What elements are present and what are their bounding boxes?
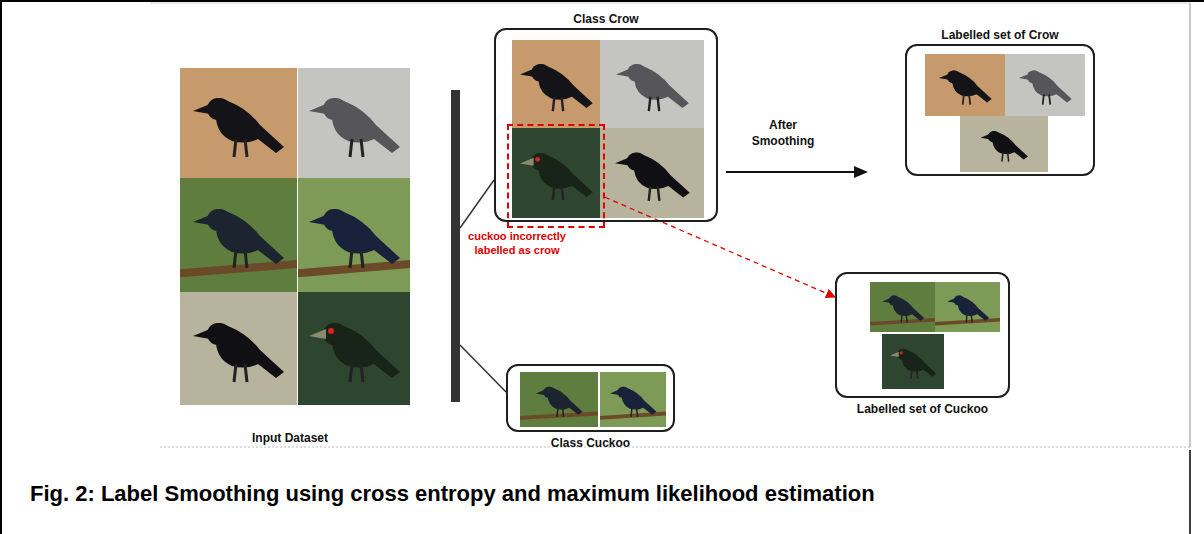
branch-figure	[935, 318, 1000, 326]
page-border	[0, 0, 2, 534]
bird-photo	[935, 282, 1000, 332]
branch-figure	[870, 318, 935, 326]
cuckoo-figure	[520, 153, 593, 200]
box-title: Labelled set of Crow	[941, 28, 1058, 42]
bird-photo	[180, 292, 297, 405]
figure-frame	[1189, 3, 1191, 447]
branch-figure	[520, 412, 598, 420]
cuckoo-figure	[193, 209, 284, 268]
crow-figure	[981, 131, 1028, 162]
box-title: Class Crow	[573, 12, 638, 26]
box-title: Class Cuckoo	[551, 436, 630, 450]
cuckoo-figure	[890, 349, 936, 379]
bird-photo	[180, 178, 297, 292]
box-title: Labelled set of Cuckoo	[857, 402, 988, 416]
crow-figure	[193, 98, 284, 157]
crow-figure	[520, 64, 593, 111]
smoothing-arrowhead	[854, 166, 868, 178]
cuckoo-figure	[536, 387, 582, 417]
crow-figure	[193, 323, 284, 382]
bird-photo	[870, 282, 935, 332]
result-box: Labelled set of Crow	[905, 44, 1095, 176]
figure-frame	[160, 447, 1190, 448]
section-label: After Smoothing	[746, 117, 820, 149]
crow-figure	[939, 71, 992, 105]
bird-photo	[512, 40, 600, 128]
cuckoo-figure	[610, 387, 656, 417]
split-line	[460, 180, 494, 228]
bird-photo	[960, 116, 1048, 172]
bird-photo	[925, 54, 1005, 116]
page-border	[1189, 450, 1191, 534]
crow-figure	[1019, 71, 1072, 105]
split-bar	[451, 90, 460, 402]
bird-photo	[600, 128, 704, 218]
result-box: Labelled set of Cuckoo	[835, 272, 1010, 398]
bird-photo	[298, 292, 410, 405]
bird-photo	[180, 68, 297, 178]
page-border	[0, 0, 1204, 2]
bird-photo	[512, 128, 600, 218]
error-note: cuckoo incorrectly labelled as crow	[465, 230, 569, 258]
cuckoo-figure	[309, 323, 400, 382]
cuckoo-figure	[947, 296, 989, 323]
crow-figure	[615, 153, 690, 201]
bird-photo	[298, 178, 410, 292]
figure-frame	[150, 3, 1190, 4]
class-box: Class Cuckoo	[506, 364, 675, 432]
cuckoo-figure	[882, 296, 924, 323]
bird-photo	[600, 372, 666, 427]
bird-photo	[882, 334, 944, 389]
cuckoo-figure	[309, 209, 400, 268]
relabel-arrow	[605, 197, 835, 297]
bird-photo	[1005, 54, 1085, 116]
bird-photo	[520, 372, 598, 427]
crow-figure	[309, 98, 400, 157]
branch-figure	[180, 260, 297, 277]
smoothing-arrow	[726, 171, 856, 173]
split-line	[460, 345, 506, 392]
branch-figure	[600, 412, 666, 420]
highlight-box: cuckoo incorrectly labelled as crow	[507, 124, 605, 228]
figure-caption: Fig. 2: Label Smoothing using cross entr…	[30, 481, 875, 507]
bird-photo	[600, 40, 704, 128]
crow-figure	[616, 64, 689, 111]
section-label: Input Dataset	[238, 430, 342, 446]
bird-photo	[298, 68, 410, 178]
